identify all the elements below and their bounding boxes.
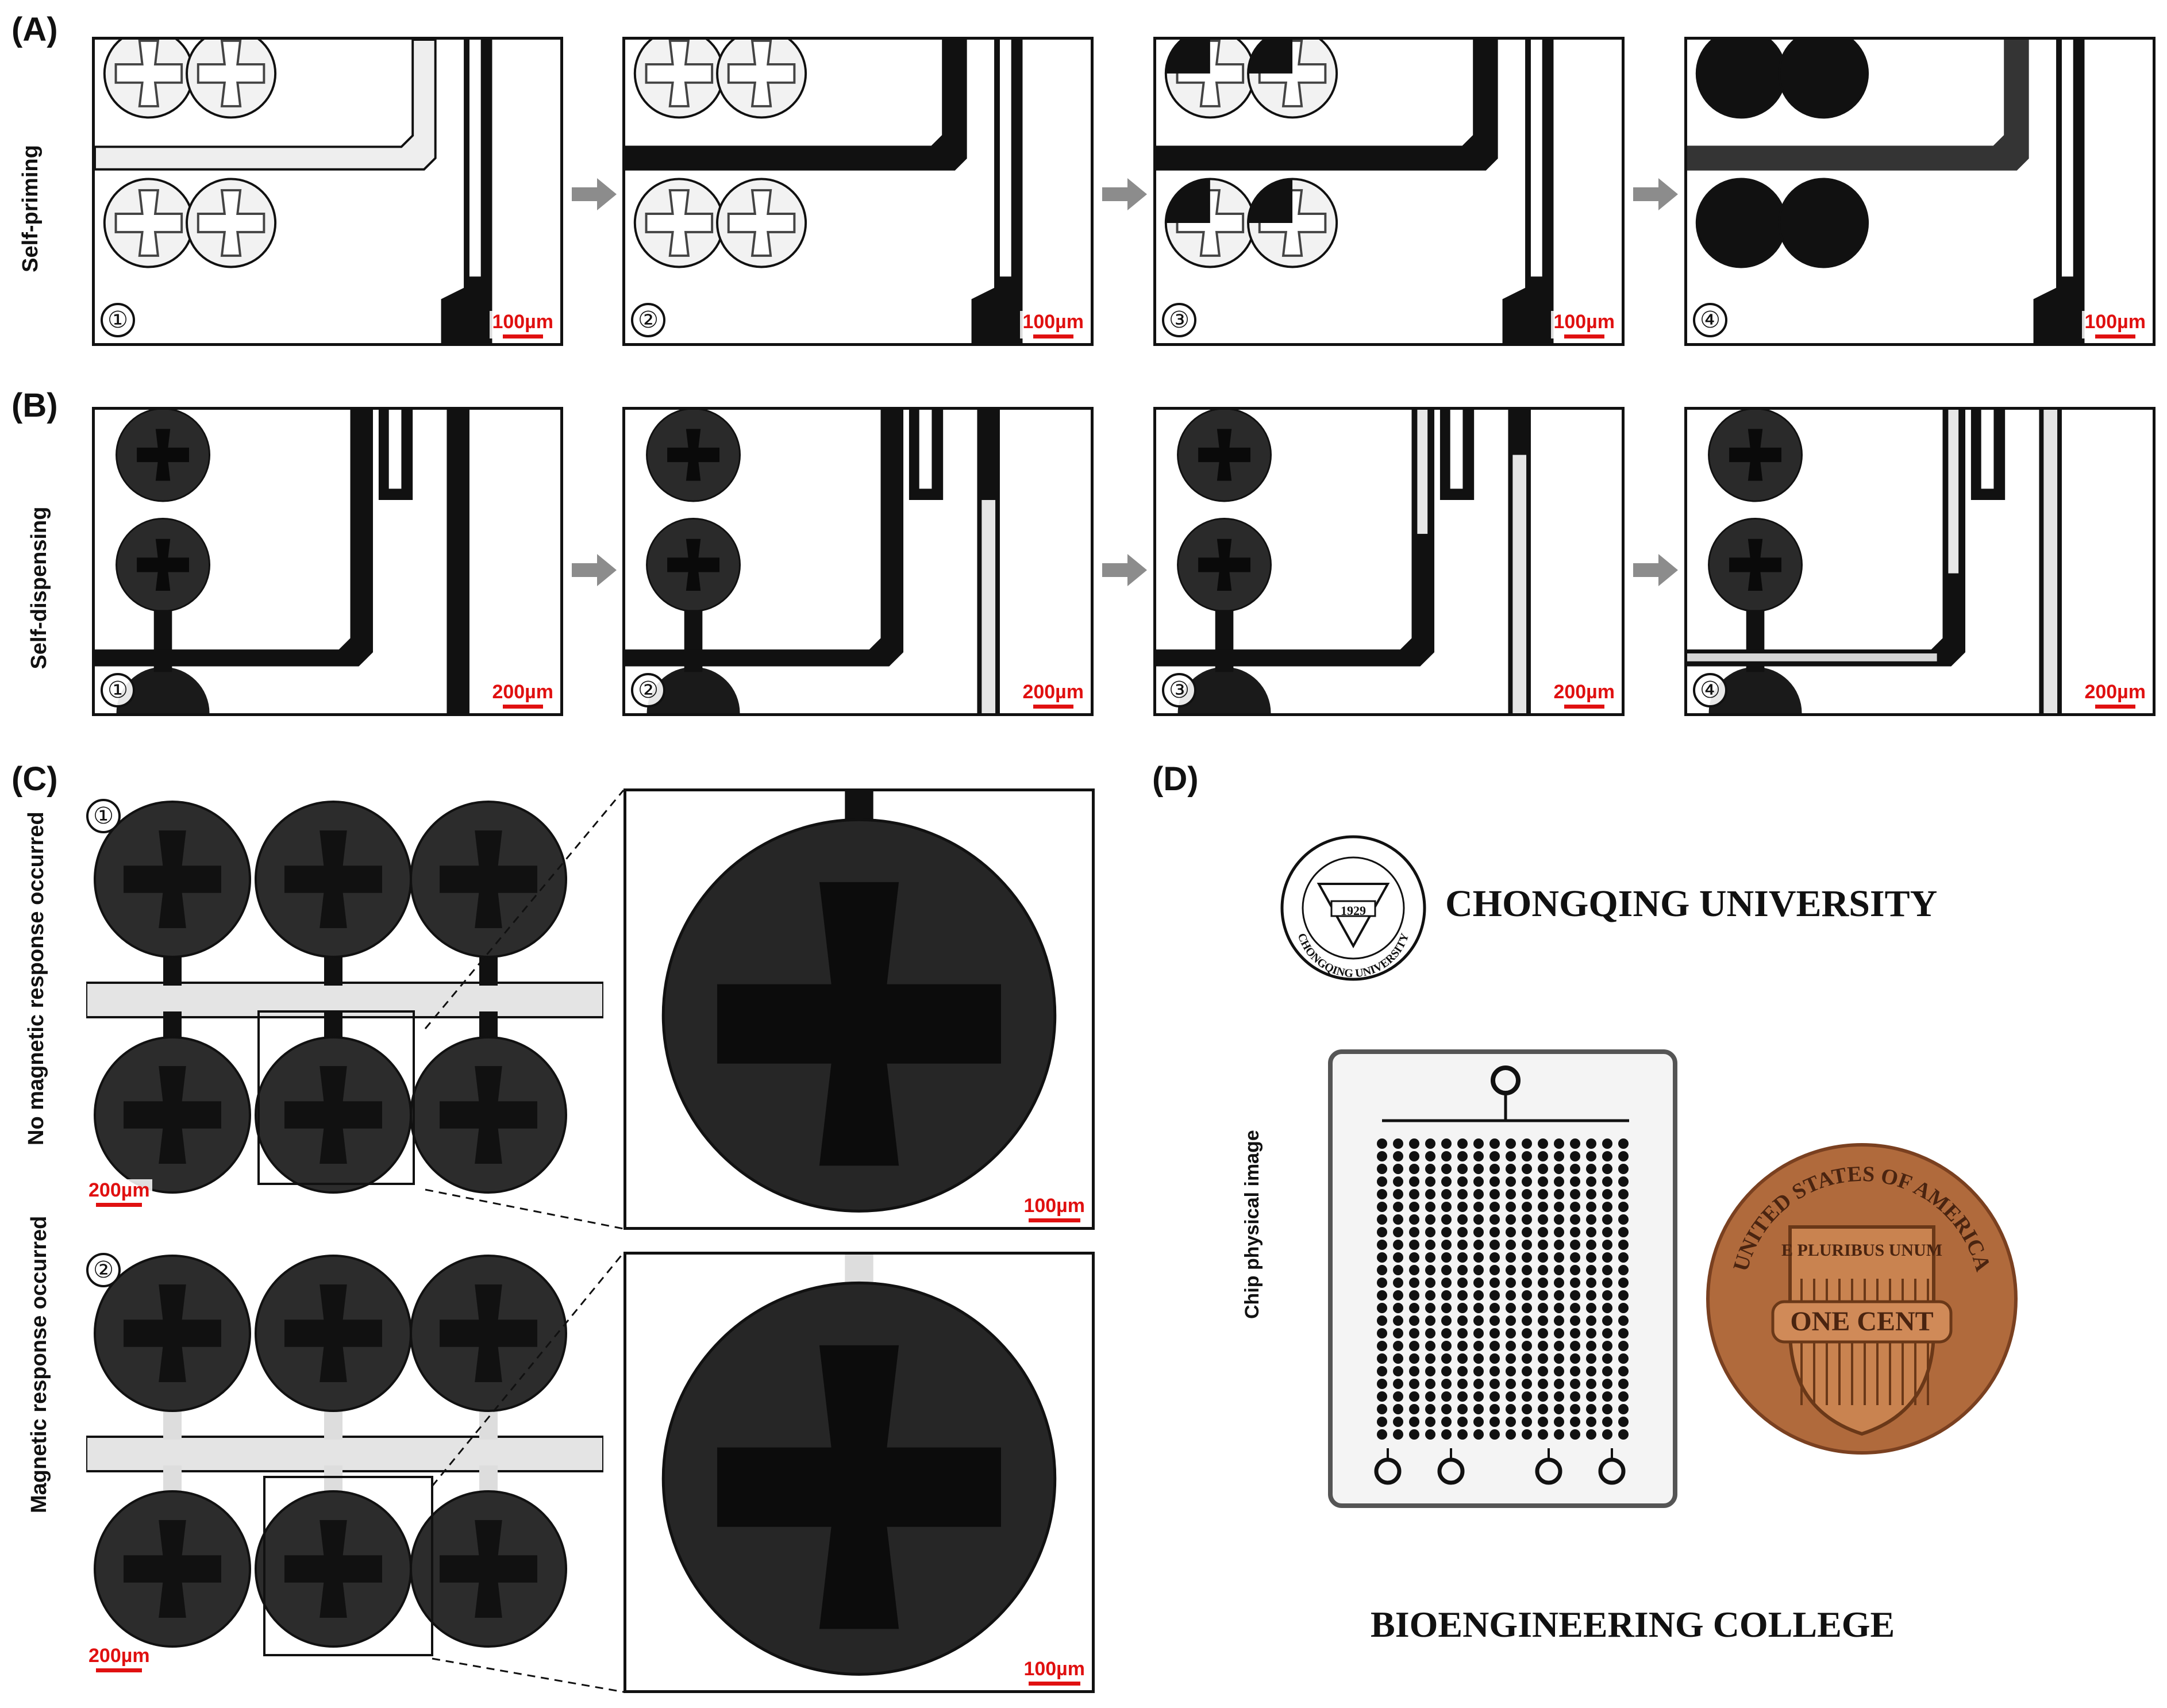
college-name: BIOENGINEERING COLLEGE <box>1371 1604 1895 1645</box>
self-priming-row-label: Self-priming <box>18 145 43 272</box>
scale-bar: 100µm <box>1021 1195 1087 1222</box>
coin-banner-text: ONE CENT <box>1790 1306 1933 1337</box>
panel-c-label: (C) <box>11 760 58 798</box>
scale-bar-label: 100µm <box>1023 1658 1085 1680</box>
self-priming-frame-1: ① 100µm <box>92 37 563 346</box>
university-name: CHONGQING UNIVERSITY <box>1445 883 1938 925</box>
coin-motto-text: E PLURIBUS UNUM <box>1781 1241 1942 1260</box>
scale-bar-line <box>2095 334 2135 338</box>
scale-bar: 100µm <box>1021 1658 1087 1686</box>
zoomed-chamber-no-response: 100µm <box>623 788 1095 1230</box>
step-number: ③ <box>1162 303 1196 337</box>
step-number: ① <box>86 799 121 833</box>
step-number: ② <box>631 673 665 707</box>
step-number: ③ <box>1162 673 1196 707</box>
university-seal-icon: CHONGQING UNIVERSITY <box>1280 835 1426 981</box>
scale-bar-label: 200µm <box>1553 681 1615 703</box>
scale-bar: 200µm <box>2082 681 2148 709</box>
scale-bar-label: 100µm <box>1023 1195 1085 1217</box>
scale-bar-label: 200µm <box>492 681 553 703</box>
scale-bar-line <box>1033 334 1073 338</box>
scale-bar-label: 200µm <box>1022 681 1084 703</box>
self-dispensing-frame-3: ③ 200µm <box>1153 407 1625 716</box>
step-number: ② <box>86 1253 121 1287</box>
self-dispensing-frame-1: ① 200µm <box>92 407 563 716</box>
self-dispensing-frame-4: ④ 200µm <box>1684 407 2156 716</box>
scale-bar-line <box>502 334 543 338</box>
scale-bar: 200µm <box>86 1179 152 1207</box>
self-dispensing-row-label: Self-dispensing <box>27 506 51 670</box>
scale-bar-line <box>96 1668 143 1672</box>
magnetic-response-label: Magnetic response occurred <box>27 1215 51 1513</box>
scale-bar-line <box>502 705 543 709</box>
self-priming-frame-3: ③ 100µm <box>1153 37 1625 346</box>
scale-bar: 100µm <box>1551 311 1617 338</box>
chamber-array-no-response: ① 200µm <box>85 793 605 1207</box>
arrow-icon <box>1633 178 1678 210</box>
arrow-icon <box>572 554 617 586</box>
scale-bar-line <box>1564 705 1604 709</box>
scale-bar-line <box>1033 705 1073 709</box>
microfluidic-chip-photo <box>1325 1046 1687 1517</box>
scale-bar-line <box>1564 334 1604 338</box>
seal-year: 1929 <box>1341 903 1366 918</box>
scale-bar-label: 200µm <box>2084 681 2146 703</box>
step-number: ① <box>101 673 135 707</box>
scale-bar-label: 200µm <box>88 1179 150 1201</box>
scale-bar-line <box>2095 705 2135 709</box>
scale-bar-label: 100µm <box>2084 311 2146 333</box>
scale-bar-label: 100µm <box>492 311 553 333</box>
arrow-icon <box>572 178 617 210</box>
scale-bar-label: 200µm <box>88 1645 150 1667</box>
arrow-icon <box>1633 554 1678 586</box>
arrow-icon <box>1102 178 1147 210</box>
chip-image-label: Chip physical image <box>1241 1130 1263 1319</box>
self-priming-frame-2: ② 100µm <box>622 37 1094 346</box>
scale-bar: 100µm <box>1020 311 1086 338</box>
scale-bar: 200µm <box>86 1645 152 1672</box>
step-number: ④ <box>1693 303 1727 337</box>
scale-bar-label: 100µm <box>1553 311 1615 333</box>
no-magnetic-response-label: No magnetic response occurred <box>24 811 48 1145</box>
self-priming-frame-4: ④ 100µm <box>1684 37 2156 346</box>
scale-bar: 100µm <box>2082 311 2148 338</box>
step-number: ② <box>631 303 665 337</box>
panel-d-label: (D) <box>1152 760 1199 798</box>
scale-bar: 200µm <box>1551 681 1617 709</box>
arrow-icon <box>1102 554 1147 586</box>
chamber-array-magnetic-response: ② 200µm <box>85 1247 605 1672</box>
scale-bar: 200µm <box>490 681 556 709</box>
scale-bar: 200µm <box>1020 681 1086 709</box>
self-dispensing-frame-2: ② 200µm <box>622 407 1094 716</box>
scale-bar: 100µm <box>490 311 556 338</box>
step-number: ① <box>101 303 135 337</box>
scale-bar-line <box>1028 1218 1080 1222</box>
scale-bar-line <box>1028 1682 1080 1686</box>
step-number: ④ <box>1693 673 1727 707</box>
scale-bar-line <box>96 1203 143 1207</box>
panel-b-label: (B) <box>11 387 58 424</box>
zoomed-chamber-magnetic-response: 100µm <box>623 1252 1095 1693</box>
scale-bar-label: 100µm <box>1022 311 1084 333</box>
panel-a-label: (A) <box>11 11 58 48</box>
